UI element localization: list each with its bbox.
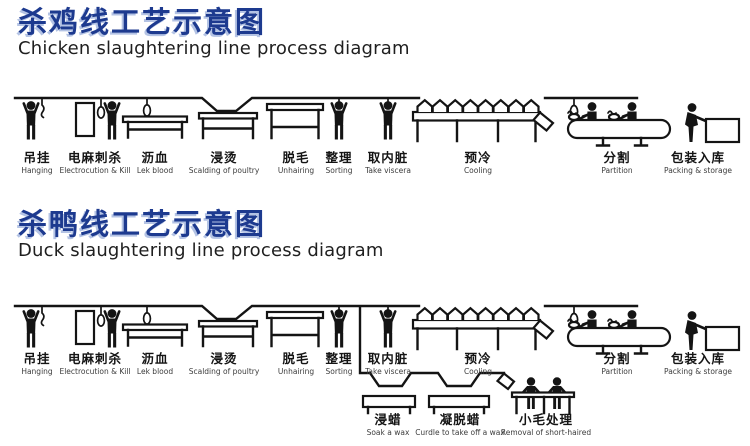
chicken-station-scalding: 浸烫 Scalding of poultry [188, 150, 260, 176]
station-label-en: Take viscera [365, 166, 411, 176]
station-label-zh: 脱毛 [282, 150, 310, 165]
station-label-zh: 凝脱蜡 [439, 412, 481, 427]
station-label-en: Hanging [21, 166, 53, 176]
station-label-en: Scalding of poultry [188, 367, 260, 377]
duck-station-unhairing: 脱毛 Unhairing [277, 351, 315, 377]
chicken-station-cooling: 预冷 Cooling [463, 150, 493, 176]
duck-station-electrocution: 电麻刺杀 Electrocution & Kill [59, 351, 131, 377]
chicken-station-partition: 分割 Partition [601, 150, 633, 176]
station-label-zh: 吊挂 [23, 351, 51, 366]
station-label-zh: 沥血 [141, 351, 169, 366]
station-label-zh: 包装入库 [670, 150, 725, 165]
chicken-station-viscera: 取内脏 Take viscera [365, 150, 411, 176]
station-label-en: Hanging [21, 367, 53, 377]
wax-sub-line-graphics [358, 305, 576, 415]
station-label-en: Curdle to take off a wax [415, 428, 505, 438]
station-label-en: Cooling [463, 367, 493, 377]
station-label-zh: 取内脏 [367, 351, 409, 366]
station-label-en: Sorting [325, 367, 353, 377]
duck-title-zh: 杀鸭线工艺示意图 [18, 207, 267, 241]
duck-station-bleed: 沥血 Lek blood [136, 351, 174, 377]
station-label-en: Partition [601, 367, 633, 377]
chicken-station-unhairing: 脱毛 Unhairing [277, 150, 315, 176]
chicken-station-sorting: 整理 Sorting [325, 150, 353, 176]
duck-line-graphics [15, 305, 739, 415]
station-label-en: Electrocution & Kill [59, 166, 131, 176]
station-label-en: Electrocution & Kill [59, 367, 131, 377]
station-label-zh: 沥血 [141, 150, 169, 165]
duck-title-en: Duck slaughtering line process diagram [18, 240, 384, 262]
station-label-en: Soak a wax [366, 428, 410, 438]
station-label-en: Unhairing [277, 166, 315, 176]
chicken-station-hanging: 吊挂 Hanging [21, 150, 53, 176]
duck-station-hanging: 吊挂 Hanging [21, 351, 53, 377]
station-label-zh: 浸烫 [210, 351, 238, 366]
duck-station-partition: 分割 Partition [601, 351, 633, 377]
duck-station-cooling: 预冷 Cooling [463, 351, 493, 377]
station-label-zh: 整理 [325, 351, 353, 366]
station-label-zh: 浸蜡 [374, 412, 402, 427]
station-label-zh: 取内脏 [367, 150, 409, 165]
station-label-en: Packing & storage [664, 166, 732, 176]
duck-station-sorting: 整理 Sorting [325, 351, 353, 377]
chicken-title-zh: 杀鸡线工艺示意图 [18, 5, 267, 39]
station-label-en: Lek blood [136, 367, 174, 377]
station-label-zh: 分割 [603, 150, 631, 165]
finishing-table-icon [510, 375, 576, 415]
sub-outlet-chute-icon [495, 371, 516, 391]
station-label-en: Cooling [463, 166, 493, 176]
chicken-station-electrocution: 电麻刺杀 Electrocution & Kill [59, 150, 131, 176]
wax-soak-tank-icon [361, 394, 417, 415]
station-label-en: Scalding of poultry [188, 166, 260, 176]
station-label-en: Partition [601, 166, 633, 176]
duck-substation-wax-soak: 浸蜡 Soak a wax [366, 412, 410, 438]
station-label-zh: 脱毛 [282, 351, 310, 366]
duck-station-packing: 包装入库 Packing & storage [664, 351, 732, 377]
chicken-station-packing: 包装入库 Packing & storage [664, 150, 732, 176]
station-label-zh: 整理 [325, 150, 353, 165]
station-label-en: Lek blood [136, 166, 174, 176]
sub-line-rail [358, 305, 506, 388]
station-label-zh: 分割 [603, 351, 631, 366]
chicken-title-en: Chicken slaughtering line process diagra… [18, 38, 410, 60]
duck-station-scalding: 浸烫 Scalding of poultry [188, 351, 260, 377]
duck-substation-wax-removal: 凝脱蜡 Curdle to take off a wax [415, 412, 505, 438]
station-label-zh: 小毛处理 [518, 412, 573, 427]
station-label-zh: 吊挂 [23, 150, 51, 165]
station-label-zh: 浸烫 [210, 150, 238, 165]
duck-substation-finishing: 小毛处理 Removal of short-haired [500, 412, 592, 438]
station-label-zh: 电麻刺杀 [67, 150, 123, 165]
wax-removal-tank-icon [427, 394, 491, 415]
chicken-title-block: 杀鸡线工艺示意图 Chicken slaughtering line proce… [18, 7, 410, 59]
duck-title-block: 杀鸭线工艺示意图 Duck slaughtering line process … [18, 209, 384, 261]
station-label-zh: 包装入库 [670, 351, 725, 366]
station-label-zh: 电麻刺杀 [67, 351, 123, 366]
station-label-en: Sorting [325, 166, 353, 176]
station-label-en: Take viscera [365, 367, 411, 377]
chicken-station-bleed: 沥血 Lek blood [136, 150, 174, 176]
station-label-en: Packing & storage [664, 367, 732, 377]
station-label-en: Unhairing [277, 367, 315, 377]
duck-station-viscera: 取内脏 Take viscera [365, 351, 411, 377]
station-label-zh: 预冷 [464, 150, 492, 165]
station-label-en: Removal of short-haired [500, 428, 592, 438]
chicken-line-graphics [15, 98, 739, 146]
station-label-zh: 预冷 [464, 351, 492, 366]
